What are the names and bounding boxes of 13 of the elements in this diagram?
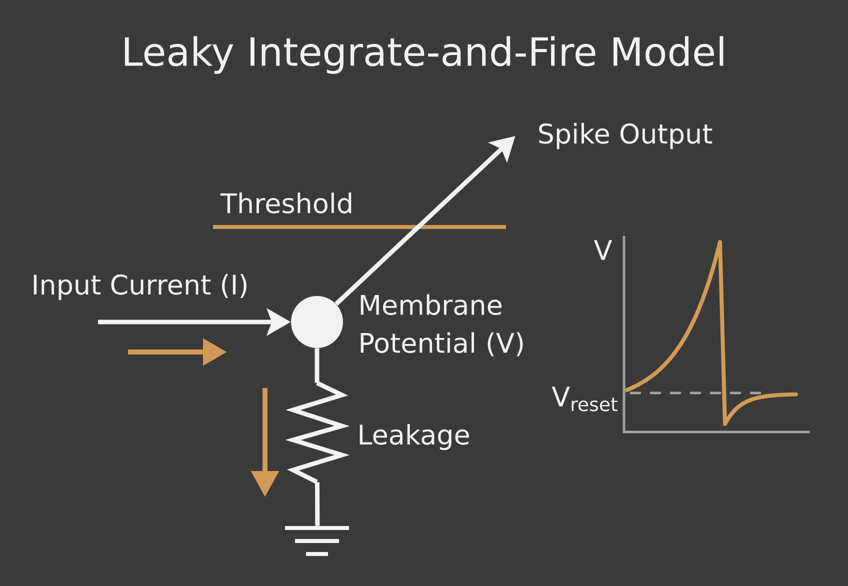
ground-symbol xyxy=(283,526,351,556)
axis-label: V$_{reset}$ xyxy=(552,386,618,412)
node-label: Membrane Potential (V) xyxy=(360,294,523,356)
title: Leaky Integrate-and-Fire Model xyxy=(124,36,724,74)
threshold-label: Threshold xyxy=(220,192,352,214)
node-circle xyxy=(291,296,343,348)
wire xyxy=(314,348,320,383)
edge-label: Input Current (I) xyxy=(30,272,250,302)
axis-label: V xyxy=(594,240,612,260)
node-label: Leakage xyxy=(360,424,469,450)
resistor-symbol xyxy=(285,380,350,484)
output-label: Spike Output xyxy=(539,122,712,150)
wire xyxy=(314,482,320,526)
